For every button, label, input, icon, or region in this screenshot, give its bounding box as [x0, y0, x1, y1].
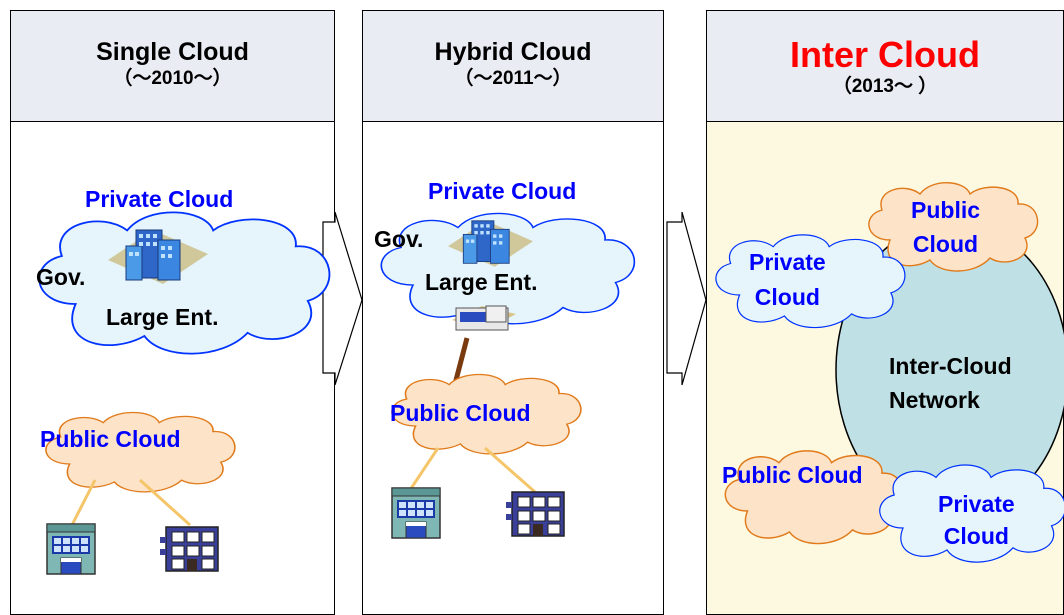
gov-label: Gov. [36, 264, 86, 290]
public-cloud-label: Public Cloud [911, 197, 981, 257]
arrow-right-1 [322, 211, 363, 386]
panel-period: （～2010～） [113, 68, 232, 89]
panel-title: Inter Cloud [790, 34, 980, 75]
connection-line [138, 478, 192, 527]
panel-header: Hybrid Cloud （～2011～） [363, 11, 663, 122]
panel-title: Hybrid Cloud [434, 38, 592, 66]
panel-header: Inter Cloud （2013～ ） [707, 11, 1063, 122]
panel-hybrid-cloud: Hybrid Cloud （～2011～） [362, 10, 664, 615]
public-cloud-label: Public Cloud [390, 400, 531, 426]
office-building-icon [159, 526, 219, 572]
datacenter-icon [452, 305, 516, 331]
private-cloud-label: Private Cloud [749, 249, 826, 310]
private-cloud-label: Private Cloud [85, 186, 234, 212]
large-ent-label: Large Ent. [106, 304, 219, 330]
connection-line [70, 479, 97, 526]
large-ent-label: Large Ent. [425, 269, 538, 295]
public-cloud-label: Public Cloud [40, 426, 181, 452]
arrow-right-2 [666, 211, 707, 386]
private-cloud-label: Private Cloud [938, 491, 1015, 549]
inter-cloud-network-label: Inter-Cloud Network [889, 353, 1012, 413]
office-building-icon [505, 491, 565, 537]
public-cloud-label: Public Cloud [722, 462, 863, 488]
panel-single-cloud: Single Cloud （～2010～） [10, 10, 335, 615]
connection-line [408, 447, 440, 491]
panel-period: （2013～ ） [832, 76, 938, 97]
office-building-icon [46, 523, 96, 575]
private-cloud-label: Private Cloud [428, 178, 577, 204]
office-building-icon [391, 487, 441, 539]
connection-line [452, 337, 470, 385]
panel-header: Single Cloud （～2010～） [11, 11, 334, 122]
gov-label: Gov. [374, 226, 424, 252]
panel-period: （～2011～） [454, 68, 572, 89]
connection-line [484, 446, 536, 494]
panel-title: Single Cloud [96, 38, 249, 66]
